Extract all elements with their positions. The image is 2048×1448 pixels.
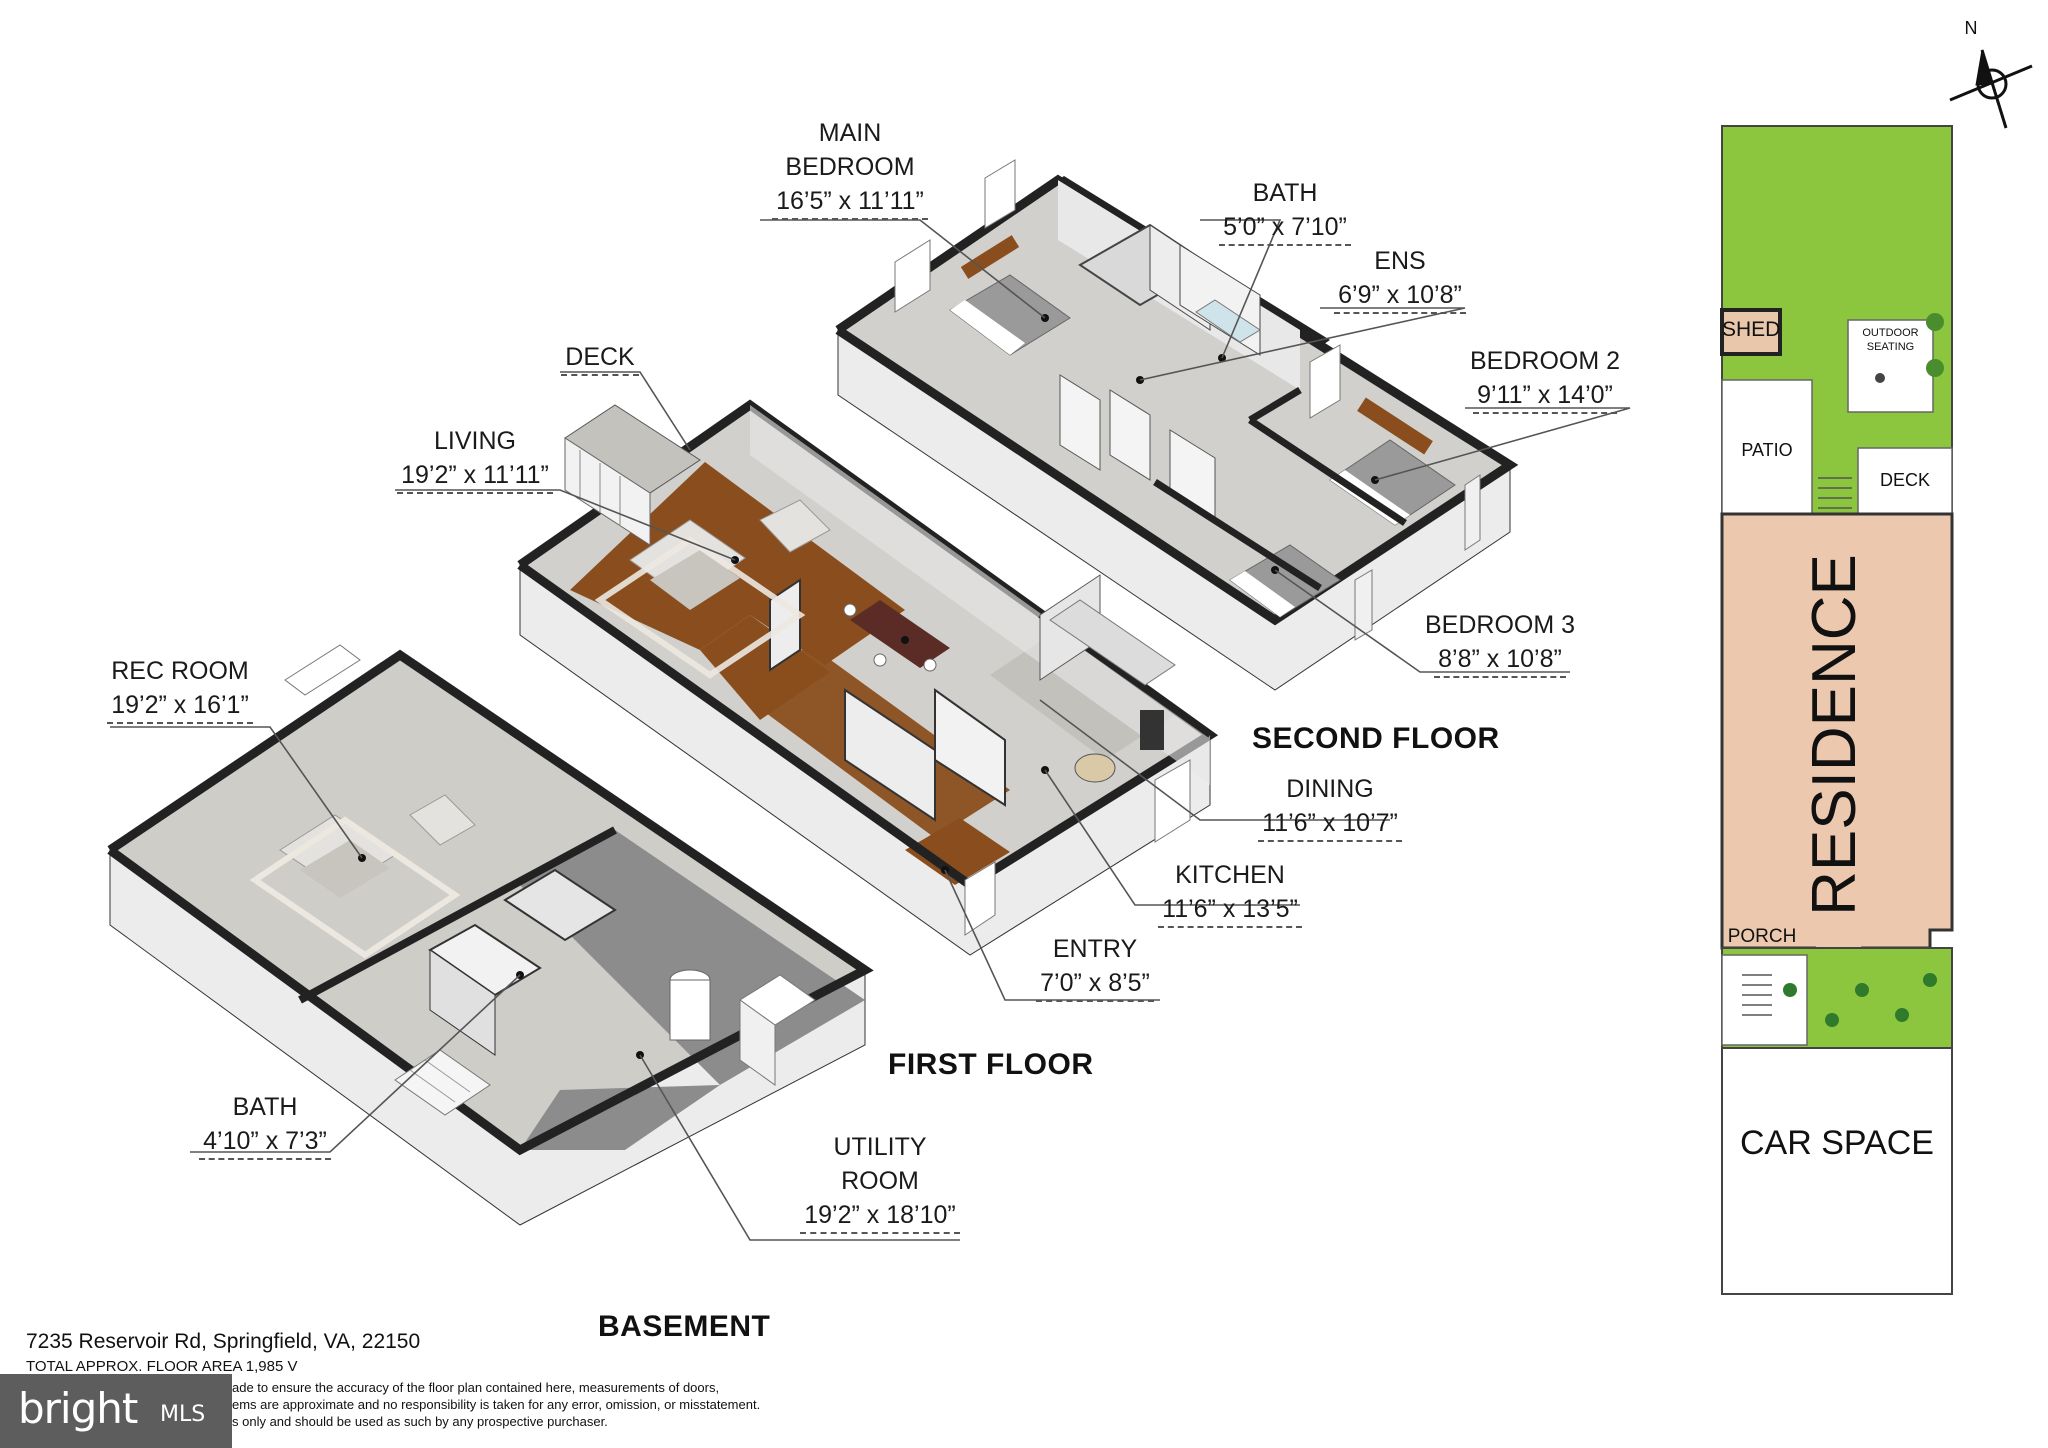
- label-living: LIVING 19’2” x 11’11”: [380, 424, 570, 494]
- label-deck: DECK: [550, 340, 650, 376]
- label-utility: UTILITY ROOM 19’2” x 18’10”: [790, 1130, 970, 1234]
- footer-disclaimer-1: ade to ensure the accuracy of the floor …: [232, 1380, 720, 1395]
- deck-name: DECK: [561, 340, 639, 376]
- main-bedroom-name2: BEDROOM: [785, 153, 915, 181]
- label-bath-lower: BATH 4’10” x 7’3”: [180, 1090, 350, 1160]
- utility-dim: 19’2” x 18’10”: [800, 1198, 960, 1234]
- entry-name: ENTRY: [1052, 935, 1138, 963]
- outdoor-seating-label: OUTDOOR SEATING: [1848, 326, 1933, 354]
- bath-lower-dim: 4’10” x 7’3”: [199, 1124, 331, 1160]
- residence-label: RESIDENCE: [1800, 554, 1869, 916]
- footer-floor-area: TOTAL APPROX. FLOOR AREA 1,985 V: [26, 1358, 298, 1375]
- label-rec-room: REC ROOM 19’2” x 16’1”: [90, 654, 270, 724]
- bright-logo-text: bright: [18, 1384, 138, 1433]
- kitchen-dim: 11’6” x 13’5”: [1158, 892, 1302, 928]
- outdoor-seating-line1: OUTDOOR: [1862, 327, 1919, 339]
- label-dining: DINING 11’6” x 10’7”: [1240, 772, 1420, 842]
- bright-mls-logo: bright MLS: [0, 1374, 232, 1448]
- label-bedroom3: BEDROOM 3 8’8” x 10’8”: [1410, 608, 1590, 678]
- bath-lower-name: BATH: [232, 1093, 298, 1121]
- bedroom2-dim: 9’11” x 14’0”: [1473, 378, 1617, 414]
- basement-title: BASEMENT: [598, 1310, 771, 1343]
- rec-room-name: REC ROOM: [111, 657, 249, 685]
- compass-north-label: N: [1964, 18, 1978, 38]
- first-floor-title: FIRST FLOOR: [888, 1048, 1094, 1081]
- label-entry: ENTRY 7’0” x 8’5”: [1010, 932, 1180, 1002]
- label-ens: ENS 6’9” x 10’8”: [1310, 244, 1490, 314]
- ens-dim: 6’9” x 10’8”: [1334, 278, 1466, 314]
- footer-disclaimer-2: ems are approximate and no responsibilit…: [232, 1397, 761, 1412]
- footer-disclaimer-3: s only and should be used as such by any…: [232, 1414, 608, 1429]
- outdoor-seating-line2: SEATING: [1866, 341, 1915, 353]
- main-bedroom-dim: 16’5” x 11’11”: [772, 184, 928, 220]
- kitchen-name: KITCHEN: [1175, 861, 1285, 889]
- label-bath-upper: BATH 5’0” x 7’10”: [1195, 176, 1375, 246]
- bath-upper-dim: 5’0” x 7’10”: [1219, 210, 1351, 246]
- footer-address: 7235 Reservoir Rd, Springfield, VA, 2215…: [26, 1330, 421, 1353]
- site-deck-label: DECK: [1879, 470, 1930, 490]
- leader-lines: [110, 219, 1631, 1241]
- living-dim: 19’2” x 11’11”: [397, 458, 553, 494]
- mls-logo-text: MLS: [160, 1402, 206, 1427]
- bedroom3-dim: 8’8” x 10’8”: [1434, 642, 1566, 678]
- shed-label: SHED: [1722, 318, 1781, 341]
- site-plan: [1720, 125, 1954, 1295]
- bath-upper-name: BATH: [1252, 179, 1318, 207]
- rec-room-dim: 19’2” x 16’1”: [107, 688, 253, 724]
- second-floor-model: [835, 159, 1519, 691]
- dining-dim: 11’6” x 10’7”: [1258, 806, 1402, 842]
- patio-label: PATIO: [1741, 440, 1793, 460]
- utility-name1: UTILITY: [833, 1133, 927, 1161]
- entry-dim: 7’0” x 8’5”: [1036, 966, 1154, 1002]
- car-space-label: CAR SPACE: [1740, 1124, 1934, 1162]
- bedroom2-name: BEDROOM 2: [1469, 347, 1621, 375]
- basement-model: [107, 644, 874, 1226]
- dining-name: DINING: [1286, 775, 1374, 803]
- second-floor-title: SECOND FLOOR: [1252, 722, 1500, 755]
- bedroom3-name: BEDROOM 3: [1424, 611, 1576, 639]
- compass-icon: [1949, 49, 2033, 129]
- label-kitchen: KITCHEN 11’6” x 13’5”: [1140, 858, 1320, 928]
- label-main-bedroom: MAIN BEDROOM 16’5” x 11’11”: [760, 116, 940, 220]
- porch-label: PORCH: [1727, 926, 1797, 947]
- utility-name2: ROOM: [841, 1167, 919, 1195]
- living-name: LIVING: [434, 427, 516, 455]
- first-floor-model: [517, 399, 1219, 956]
- label-bedroom2: BEDROOM 2 9’11” x 14’0”: [1455, 344, 1635, 414]
- ens-name: ENS: [1374, 247, 1426, 275]
- main-bedroom-name1: MAIN: [818, 119, 882, 147]
